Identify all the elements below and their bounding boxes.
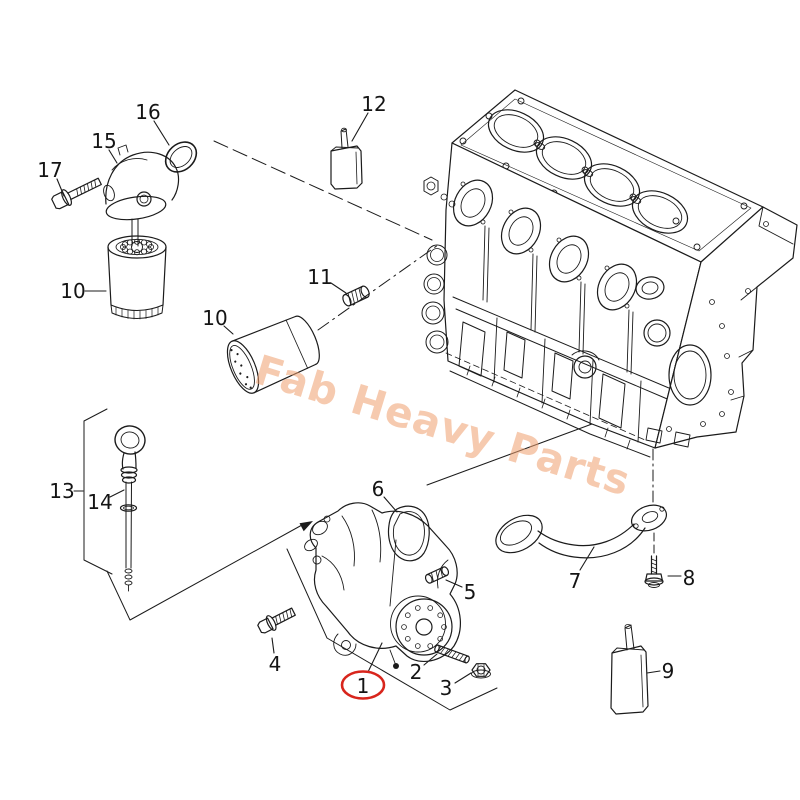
callout-6: 6	[372, 477, 385, 501]
callout-11: 11	[307, 265, 332, 289]
pump-body-lines	[321, 509, 449, 607]
assembly-axis-lines	[83, 140, 655, 711]
pickup-bolt	[644, 555, 664, 588]
callout-leaders	[56, 112, 682, 684]
o-ring	[164, 141, 198, 173]
callout-3: 3	[440, 676, 453, 700]
threaded-plug	[342, 285, 370, 307]
stud-position-dot	[393, 663, 399, 669]
port-flanges	[452, 179, 638, 311]
callout-5: 5	[464, 580, 477, 604]
filter-head-bolt	[51, 177, 102, 210]
pump-bolt	[257, 607, 296, 634]
callout-10b: 10	[202, 306, 227, 330]
dipstick	[114, 425, 146, 592]
oil-pickup-tube	[495, 504, 668, 559]
pump-gasket	[387, 505, 430, 562]
highlight-circle-part-1	[340, 670, 386, 700]
callout-9: 9	[662, 659, 675, 683]
pan-rail-ticks	[466, 365, 631, 450]
deck-bolt-holes	[459, 97, 748, 251]
oil-filter	[107, 235, 167, 320]
callout-12: 12	[361, 92, 386, 116]
dipstick-bracket	[83, 408, 113, 575]
pump-gasket-leader-line	[426, 423, 593, 486]
pump-mount-boss	[571, 350, 600, 379]
dowel-pin	[424, 566, 450, 584]
callout-7: 7	[569, 569, 582, 593]
flange-nut	[471, 663, 491, 679]
pump-flange-holes	[401, 605, 447, 649]
crankcase-openings	[458, 321, 626, 429]
side-ports	[421, 176, 456, 354]
block-ribs	[482, 225, 642, 443]
callout-14: 14	[87, 490, 112, 514]
engine-block	[421, 89, 798, 458]
filter-axis-line	[317, 244, 439, 331]
callout-8: 8	[683, 566, 696, 590]
oil-filter-head	[103, 144, 180, 247]
callout-4: 4	[269, 652, 282, 676]
direction-arrowhead	[299, 521, 313, 532]
callout-15: 15	[91, 129, 116, 153]
filter-head-axis-line	[213, 140, 433, 241]
sealant-tube-small	[330, 127, 363, 190]
filter-cap-stipple	[230, 349, 252, 389]
oil-pump	[304, 502, 461, 669]
hardware-plane-leader	[286, 548, 498, 711]
pump-direction-leader	[106, 524, 303, 621]
callout-2: 2	[410, 660, 423, 684]
callout-13: 13	[49, 479, 74, 503]
stud	[434, 644, 470, 664]
oil-filter-2	[226, 315, 320, 394]
callout-16: 16	[135, 100, 160, 124]
callout-1: 1	[357, 674, 370, 698]
timing-face-features	[635, 206, 794, 448]
sealant-tube-large	[610, 624, 649, 715]
callout-10a: 10	[60, 279, 85, 303]
callout-labels: 17 15 16 10 12 11 10 13 14 6 5 4 1 2 3 7…	[37, 92, 695, 700]
callout-17: 17	[37, 158, 62, 182]
